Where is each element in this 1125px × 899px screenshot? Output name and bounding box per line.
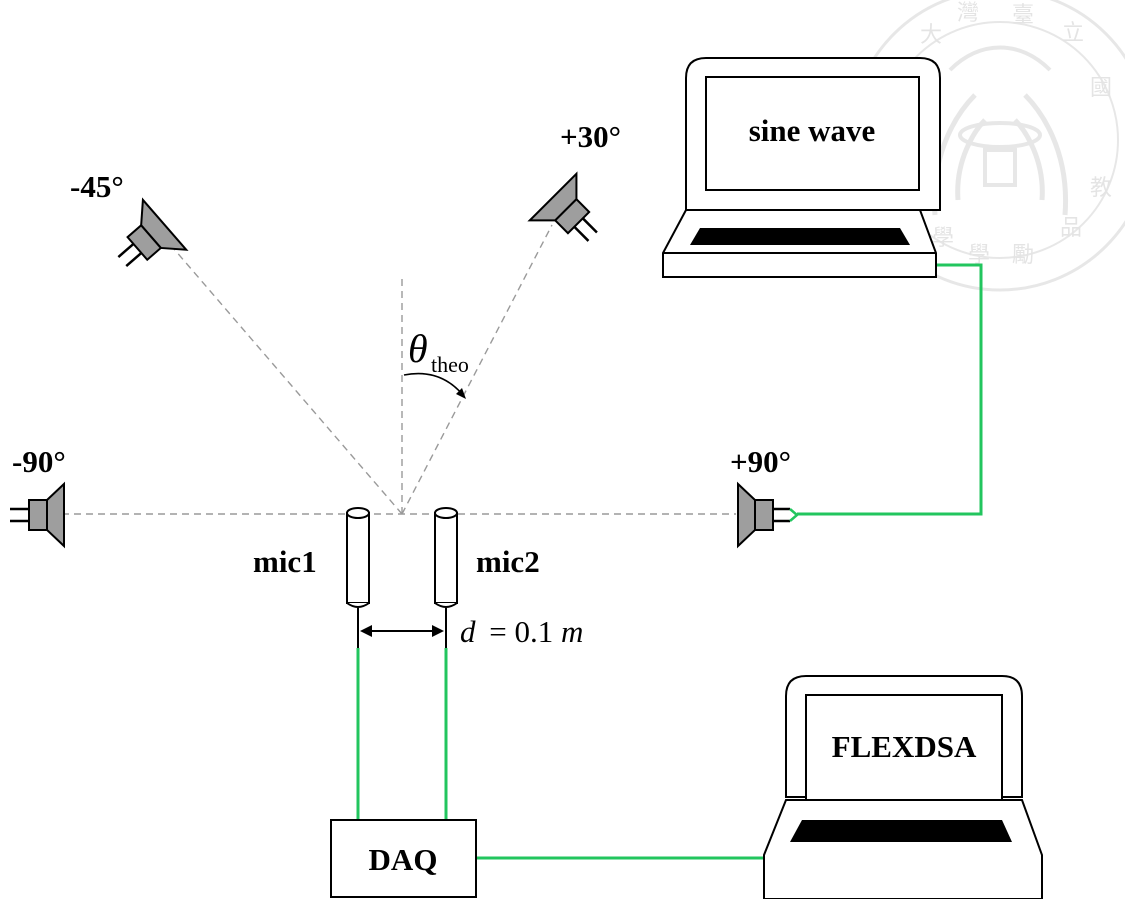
speaker-label-minus-45: -45° [70, 169, 124, 204]
mic-spacing-dimension [360, 625, 444, 637]
theta-subscript: theo [431, 352, 469, 377]
seal-char: 國 [1090, 76, 1112, 101]
speaker-plus-30 [527, 171, 598, 242]
university-seal-watermark: 大 灣 臺 立 國 教 品 勵 學 學 [848, 0, 1125, 292]
mic2-label: mic2 [476, 544, 540, 579]
analyzer-keyboard [790, 820, 1012, 842]
daq-label: DAQ [369, 842, 438, 877]
mic1-label: mic1 [253, 544, 317, 579]
speaker-magnet-icon [28, 499, 48, 531]
seal-char: 教 [1090, 176, 1112, 201]
cables [356, 263, 983, 860]
seal-char: 品 [1060, 216, 1082, 241]
speaker-minus-90 [10, 481, 65, 549]
spacing-unit: m [561, 614, 583, 649]
analyzer-computer: FLEXDSA [763, 675, 1043, 899]
generator-screen [705, 76, 920, 191]
seal-char: 勵 [1012, 243, 1034, 268]
analyzer-screen-text: FLEXDSA [832, 729, 977, 764]
guide-lines [62, 224, 736, 515]
generator-computer: sine wave [662, 57, 941, 278]
speaker-plus-90 [737, 481, 799, 549]
speaker-magnet-icon [553, 197, 591, 235]
mic1 [346, 507, 370, 648]
seal-char: 學 [932, 226, 954, 251]
speaker-label-minus-90: -90° [12, 444, 66, 479]
spacing-formula: d = 0.1 m [460, 614, 583, 649]
seal-char: 立 [1062, 21, 1084, 46]
cable-generator-to-speaker [797, 263, 983, 516]
speaker-magnet-icon [754, 499, 774, 531]
speaker-magnet-icon [126, 223, 163, 262]
spacing-value: = 0.1 [489, 614, 553, 649]
speaker-cone-icon [737, 481, 756, 549]
seal-char: 學 [968, 243, 990, 268]
speaker-cone-icon [46, 481, 65, 549]
generator-screen-text: sine wave [749, 113, 876, 148]
minus-45-direction-line [167, 241, 403, 515]
mic2 [434, 507, 458, 648]
plus-30-direction-line [401, 224, 553, 515]
generator-keyboard [690, 228, 910, 245]
spacing-d-symbol: d [460, 614, 476, 649]
seal-char: 臺 [1012, 3, 1034, 28]
speaker-label-plus-30: +30° [560, 119, 621, 154]
seal-char: 灣 [957, 1, 979, 26]
daq-box: DAQ [330, 819, 477, 898]
speaker-minus-45 [117, 197, 189, 268]
angle-arc: θ theo [403, 326, 469, 399]
theta-symbol: θ [408, 326, 428, 371]
speaker-label-plus-90: +90° [730, 444, 791, 479]
seal-char: 大 [920, 23, 942, 48]
